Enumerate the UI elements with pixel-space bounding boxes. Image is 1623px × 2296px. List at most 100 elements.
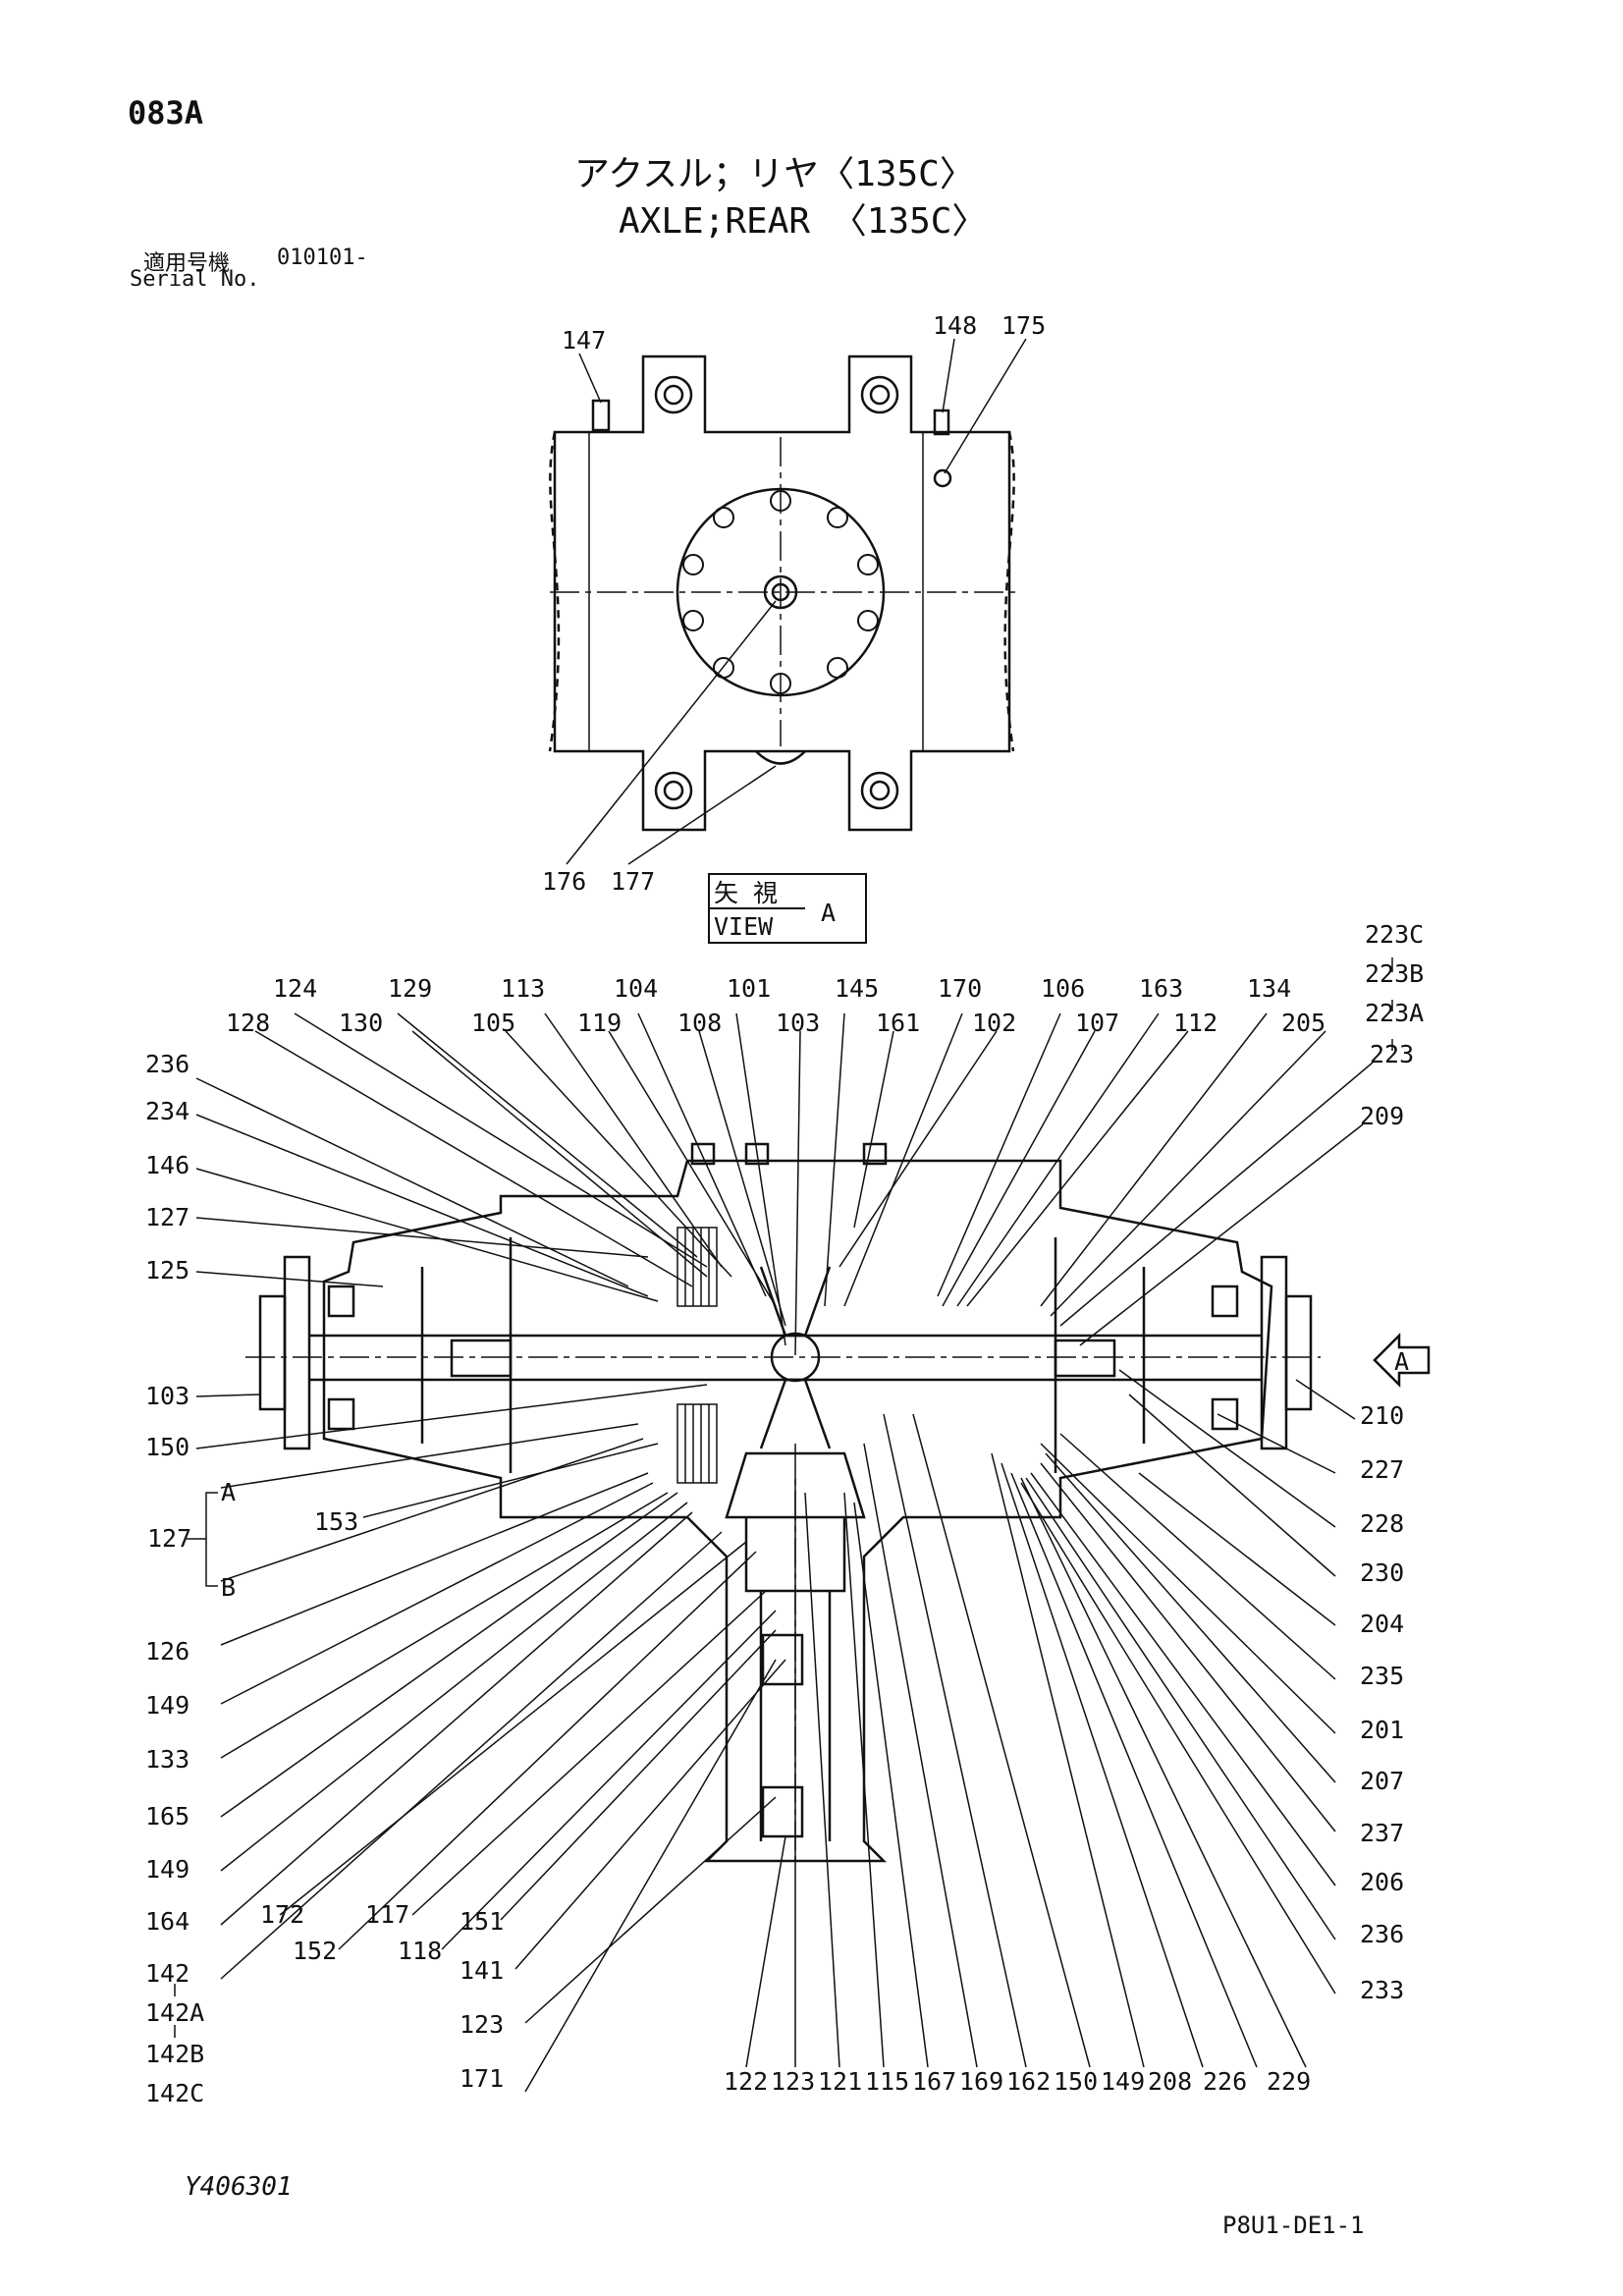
label-122: 122 xyxy=(724,2067,768,2096)
label-141: 141 xyxy=(460,1956,504,1985)
drawing-number: Y406301 xyxy=(185,2172,293,2202)
label-151: 151 xyxy=(460,1907,504,1936)
label-106: 106 xyxy=(1041,974,1085,1003)
label-133: 133 xyxy=(145,1745,189,1774)
label-149-b: 149 xyxy=(145,1855,189,1884)
label-121: 121 xyxy=(818,2067,862,2096)
label-237: 237 xyxy=(1360,1819,1404,1847)
label-127: 127 xyxy=(145,1203,189,1231)
label-134: 134 xyxy=(1247,974,1291,1003)
label-130: 130 xyxy=(339,1009,383,1037)
label-123-b: 123 xyxy=(771,2067,815,2096)
label-112: 112 xyxy=(1173,1009,1217,1037)
label-126: 126 xyxy=(145,1637,189,1666)
label-206: 206 xyxy=(1360,1868,1404,1896)
label-223B: 223B xyxy=(1365,959,1424,988)
label-153: 153 xyxy=(314,1507,358,1536)
label-234: 234 xyxy=(145,1097,189,1125)
leader-lines xyxy=(174,957,1393,2093)
label-108: 108 xyxy=(677,1009,722,1037)
label-223A: 223A xyxy=(1365,999,1424,1027)
label-161: 161 xyxy=(876,1009,920,1037)
label-117: 117 xyxy=(365,1900,409,1929)
serial-label-japanese: 適用号機 xyxy=(143,251,231,276)
label-228: 228 xyxy=(1360,1509,1404,1538)
title-japanese: アクスル；リヤ〈135C〉 xyxy=(574,154,975,194)
label-164: 164 xyxy=(145,1907,189,1936)
label-113: 113 xyxy=(501,974,545,1003)
label-127-a: A xyxy=(221,1478,236,1506)
label-147: 147 xyxy=(562,326,606,355)
label-209: 209 xyxy=(1360,1102,1404,1130)
label-142C: 142C xyxy=(145,2079,204,2107)
label-149: 149 xyxy=(145,1691,189,1720)
label-127-b: B xyxy=(221,1573,236,1602)
label-201: 201 xyxy=(1360,1716,1404,1744)
label-125: 125 xyxy=(145,1256,189,1285)
label-207: 207 xyxy=(1360,1767,1404,1795)
label-223: 223 xyxy=(1370,1040,1414,1068)
label-162: 162 xyxy=(1006,2067,1051,2096)
label-104: 104 xyxy=(614,974,658,1003)
label-204: 204 xyxy=(1360,1610,1404,1638)
label-152: 152 xyxy=(293,1937,337,1965)
label-172: 172 xyxy=(260,1900,304,1929)
label-115: 115 xyxy=(865,2067,909,2096)
label-165: 165 xyxy=(145,1802,189,1831)
sheet-code: P8U1-DE1-1 xyxy=(1222,2212,1365,2239)
label-107: 107 xyxy=(1075,1009,1119,1037)
view-label-japanese: 矢 視 xyxy=(714,879,778,907)
label-230: 230 xyxy=(1360,1558,1404,1587)
serial-value: 010101- xyxy=(277,246,368,270)
label-119: 119 xyxy=(577,1009,622,1037)
label-145: 145 xyxy=(835,974,879,1003)
part-labels: 147 148 175 176 177 223C 223B 223A 223 2… xyxy=(145,311,1424,2107)
label-226: 226 xyxy=(1203,2067,1247,2096)
label-177: 177 xyxy=(611,867,655,896)
cross-section xyxy=(245,1142,1431,1866)
label-118: 118 xyxy=(398,1937,442,1965)
label-229: 229 xyxy=(1267,2067,1311,2096)
label-103-top: 103 xyxy=(776,1009,820,1037)
label-148: 148 xyxy=(933,311,977,340)
label-150-b: 150 xyxy=(1054,2067,1098,2096)
label-view-a-arrow: A xyxy=(1394,1347,1409,1376)
label-103: 103 xyxy=(145,1382,189,1410)
label-208: 208 xyxy=(1148,2067,1192,2096)
label-142A: 142A xyxy=(145,1998,204,2027)
top-view xyxy=(548,338,1027,865)
label-105: 105 xyxy=(471,1009,515,1037)
label-176: 176 xyxy=(542,867,586,896)
label-124: 124 xyxy=(273,974,317,1003)
label-227: 227 xyxy=(1360,1455,1404,1484)
label-170: 170 xyxy=(938,974,982,1003)
label-101: 101 xyxy=(727,974,771,1003)
label-171: 171 xyxy=(460,2064,504,2093)
label-150: 150 xyxy=(145,1433,189,1461)
label-129: 129 xyxy=(388,974,432,1003)
label-128: 128 xyxy=(226,1009,270,1037)
label-102: 102 xyxy=(972,1009,1016,1037)
serial-label-english: Serial No. xyxy=(130,267,260,292)
label-223C: 223C xyxy=(1365,920,1424,949)
page-code: 083A xyxy=(128,94,204,132)
label-175: 175 xyxy=(1001,311,1046,340)
label-169: 169 xyxy=(959,2067,1003,2096)
label-235: 235 xyxy=(1360,1662,1404,1690)
label-210: 210 xyxy=(1360,1401,1404,1430)
title-english: AXLE;REAR 〈135C〉 xyxy=(619,201,988,242)
label-142B: 142B xyxy=(145,2040,204,2068)
label-127-main: 127 xyxy=(147,1524,191,1553)
view-a-box xyxy=(708,873,867,944)
label-146: 146 xyxy=(145,1151,189,1179)
label-123: 123 xyxy=(460,2010,504,2039)
label-149-c: 149 xyxy=(1101,2067,1145,2096)
label-236-right: 236 xyxy=(1360,1920,1404,1948)
view-label-english: VIEW xyxy=(714,912,774,941)
label-142: 142 xyxy=(145,1959,189,1988)
label-205: 205 xyxy=(1281,1009,1325,1037)
view-label-letter: A xyxy=(821,899,836,927)
label-163: 163 xyxy=(1139,974,1183,1003)
label-236: 236 xyxy=(145,1050,189,1078)
label-167: 167 xyxy=(912,2067,956,2096)
